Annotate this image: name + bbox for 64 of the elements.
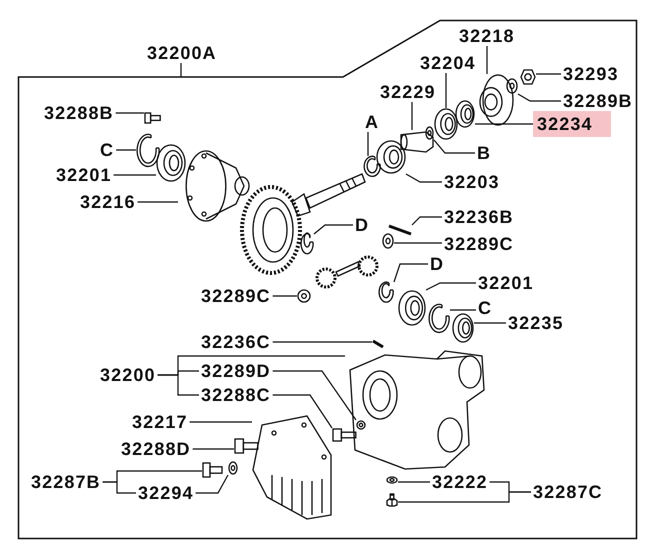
leader-line <box>426 282 476 291</box>
part-number: 32288B <box>42 103 116 123</box>
part-number: 32236C <box>199 332 273 352</box>
part-number: 32200 <box>98 365 158 385</box>
part-number: 32289C <box>199 286 273 306</box>
part-number: 32216 <box>78 192 138 212</box>
part-number: 32287B <box>29 472 103 492</box>
leader-line <box>367 132 369 156</box>
part-number: 32294 <box>136 483 196 503</box>
leader-line <box>272 370 356 420</box>
part-number: 32236B <box>442 207 516 227</box>
leader-line <box>475 123 533 125</box>
leader-line <box>272 341 372 343</box>
reference-letter: C <box>98 140 116 160</box>
part-number: 32289C <box>442 234 516 254</box>
leader-line <box>102 481 136 494</box>
leader-line <box>450 309 476 311</box>
leader-line <box>190 421 252 423</box>
leader-line <box>114 174 156 176</box>
leader-line <box>445 73 447 108</box>
part-number: 32293 <box>561 64 621 84</box>
leader-line <box>158 374 199 396</box>
leader-line <box>411 102 413 130</box>
leader-line <box>138 201 178 203</box>
leader-line <box>394 242 442 244</box>
leader-line <box>398 481 430 483</box>
leader-line <box>180 63 182 78</box>
part-number: 32200A <box>145 43 219 63</box>
reference-letter: D <box>353 215 372 235</box>
leader-line <box>116 149 136 151</box>
reference-letter: D <box>428 254 446 274</box>
leader-line <box>518 93 561 102</box>
part-number: 32235 <box>506 313 566 333</box>
part-number: 32217 <box>130 412 190 432</box>
leader-line <box>196 474 229 494</box>
leader-line <box>536 73 561 75</box>
part-number: 32287C <box>531 482 605 502</box>
part-number: 32218 <box>457 26 517 46</box>
leader-line <box>412 216 442 226</box>
leader-line <box>192 448 234 450</box>
reference-letter: A <box>363 112 382 132</box>
leader-line <box>272 295 297 297</box>
part-number: 32203 <box>442 172 502 192</box>
leader-line <box>393 263 428 282</box>
reference-letter: B <box>475 143 494 163</box>
part-number: 32288D <box>119 439 193 459</box>
part-number: 32204 <box>418 53 478 73</box>
part-number: 32289D <box>199 361 273 381</box>
highlighted-part-number: 32234 <box>533 111 611 137</box>
leader-line <box>398 491 531 503</box>
leader-line <box>272 394 332 428</box>
leader-line <box>116 112 144 114</box>
part-number: 32222 <box>430 472 490 492</box>
part-number: 32229 <box>378 82 438 102</box>
leader-line <box>486 46 488 74</box>
part-number: 32288C <box>199 385 273 405</box>
part-number: 32201 <box>476 273 536 293</box>
leader-line <box>314 224 353 234</box>
leader-line <box>406 173 442 183</box>
part-number: 32289B <box>561 91 635 111</box>
leader-line <box>474 322 506 324</box>
reference-letter: C <box>476 298 494 318</box>
leader-line <box>434 140 475 154</box>
part-number: 32201 <box>54 165 114 185</box>
